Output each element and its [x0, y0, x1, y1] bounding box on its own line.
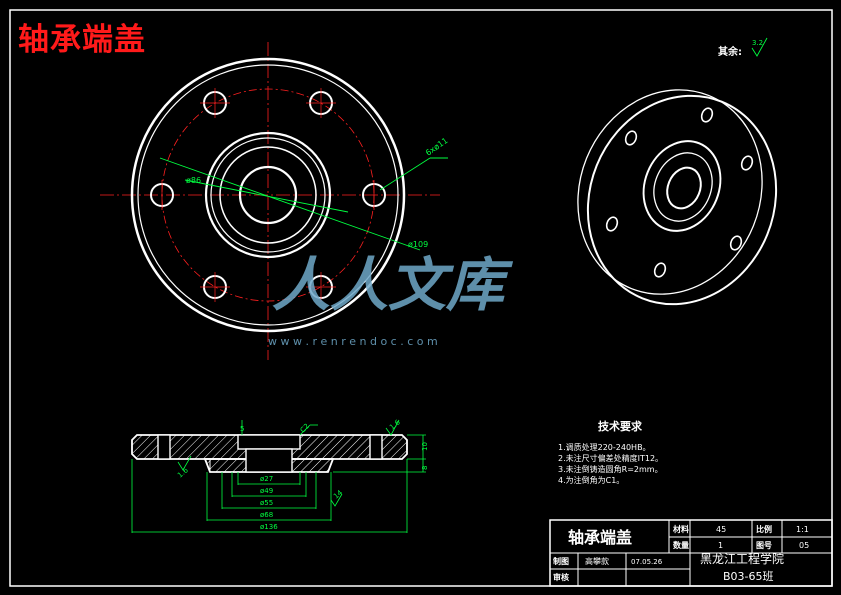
dim-leader-ø109 [159, 157, 421, 251]
tech-requirements-heading: 技术要求 [598, 419, 643, 433]
isometric-view [577, 89, 778, 306]
section-bore [245, 448, 293, 473]
dim-depth-text: 5 [240, 425, 244, 433]
watermark-logo-text: 人人文库 [272, 251, 514, 319]
section-bolt-hole-left [157, 434, 171, 460]
tech-requirement-item: 2.未注尺寸偏差处精度IT12。 [558, 453, 663, 463]
iso-outer-face [586, 94, 778, 306]
dim-ø55: ø55 [260, 499, 273, 507]
section-view: 5 C2 1.6 1.6 10 8 ø27 ø49 ø55 ø68 ø136 1… [131, 418, 429, 533]
scale-value: 1:1 [796, 525, 809, 534]
drawn-date: 07.05.26 [631, 558, 663, 566]
dim-roughness-right: 14 [332, 488, 344, 500]
qty-label: 数量 [673, 540, 689, 550]
material-value: 45 [716, 525, 726, 534]
iso-bore [666, 166, 702, 210]
dim-roughness-top: 1.6 [388, 418, 402, 432]
boss-chamfer-circle [210, 137, 326, 253]
iso-bolt-holes [605, 107, 754, 278]
iso-boss-inner [653, 152, 713, 222]
drawing-no-value: 05 [799, 541, 809, 550]
dim-roughness-left: 1.6 [176, 466, 190, 480]
dim-leader-ø86 [184, 179, 349, 213]
dim-leader-holes [379, 157, 431, 191]
roughness-symbol-icon [751, 37, 768, 57]
bore-circle [238, 165, 298, 225]
dim-height-total: 10 [421, 442, 429, 451]
drawing-border [9, 9, 833, 587]
part-name: 轴承端盖 [568, 528, 632, 547]
section-dimension-lines [131, 419, 426, 533]
scale-label: 比例 [756, 524, 772, 534]
dim-ø136: ø136 [260, 523, 278, 531]
tech-requirement-item: 4.为注倒角为C1。 [558, 475, 624, 485]
watermark: 人人文库 w w w . r e n r e n d o c . c o m [268, 251, 514, 348]
school-name: 黑龙江工程学院 [700, 551, 784, 566]
front-view: ø86 ø109 6xø11 [100, 42, 450, 360]
checked-label: 审核 [553, 572, 569, 582]
drawing-no-label: 图号 [756, 541, 772, 550]
dim-outer-text: ø109 [408, 240, 428, 249]
surface-finish-label: 其余: [718, 45, 742, 58]
dim-ø68: ø68 [260, 511, 273, 519]
class-name: B03-65班 [723, 570, 774, 583]
boss-step-circle [219, 146, 317, 244]
drawn-name: 高攀款 [585, 556, 609, 566]
flange-chamfer-circle [137, 64, 399, 326]
title-block: 轴承端盖 材料 45 比例 1:1 数量 1 图号 05 制图 高攀款 07.0… [549, 519, 833, 587]
qty-value: 1 [718, 541, 723, 550]
watermark-url: w w w . r e n r e n d o c . c o m [268, 335, 438, 348]
section-bolt-hole-right [369, 434, 383, 460]
dim-ø27: ø27 [260, 475, 273, 483]
boss-outer-circle [204, 131, 332, 259]
dim-pcd-text: ø86 [186, 176, 201, 185]
dim-chamfer-text: C2 [299, 422, 311, 434]
tech-requirement-item: 1.调质处理220-240HB。 [558, 442, 651, 452]
iso-outer-back [577, 89, 763, 295]
tech-requirements: 技术要求 1.调质处理220-240HB。 2.未注尺寸偏差处精度IT12。 3… [558, 419, 663, 485]
material-label: 材料 [673, 524, 689, 534]
page-title: 轴承端盖 [18, 22, 146, 58]
tech-requirement-item: 3.未注倒铸造圆角R=2mm。 [558, 464, 663, 474]
bolt-holes [150, 88, 386, 302]
drawn-label: 制图 [553, 556, 569, 566]
surface-finish-note: 其余: 3.2 [718, 37, 768, 58]
iso-boss [642, 140, 722, 232]
dim-ø49: ø49 [260, 487, 273, 495]
dim-height-flange: 8 [421, 466, 429, 470]
surface-finish-value: 3.2 [752, 39, 763, 47]
flange-outer-circle [130, 57, 406, 333]
dim-holes-text: 6xø11 [424, 136, 450, 158]
section-bore-recess [237, 434, 301, 450]
